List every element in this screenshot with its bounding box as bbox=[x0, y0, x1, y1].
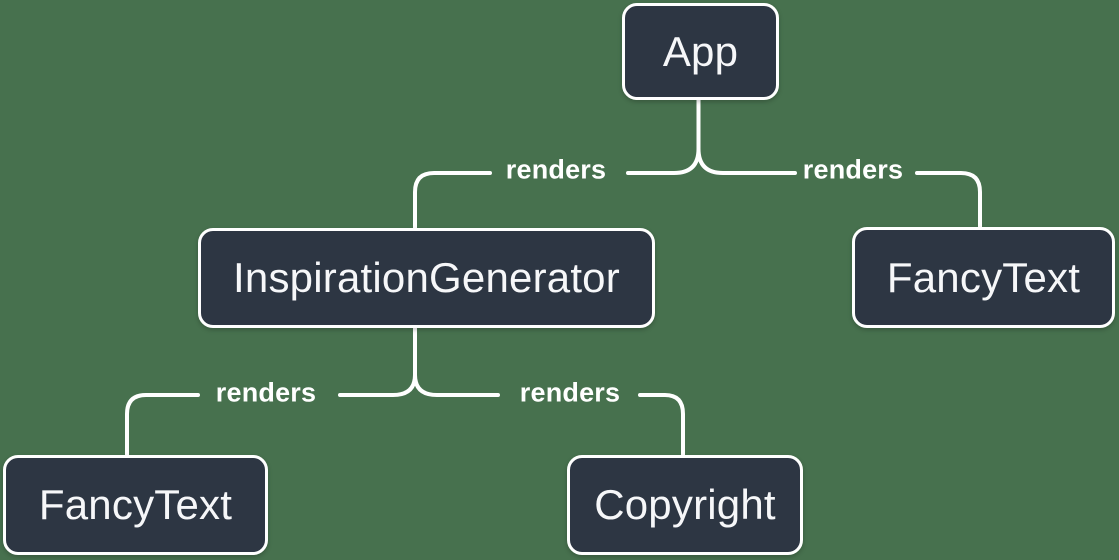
tree-node-copyright-label: Copyright bbox=[594, 481, 776, 528]
edge-inspiration-fancytext-flare-line bbox=[338, 373, 417, 397]
tree-node-inspiration-generator: InspirationGenerator bbox=[198, 228, 655, 328]
tree-node-fancy-text-top: FancyText bbox=[852, 227, 1115, 328]
edge-app-fancytext-line bbox=[915, 171, 982, 230]
tree-node-copyright: Copyright bbox=[567, 455, 803, 555]
edge-app-fancytext-flare-line bbox=[696, 147, 797, 175]
edge-label-app-inspiration: renders bbox=[505, 154, 607, 185]
tree-node-fancy-text-bottom: FancyText bbox=[3, 455, 268, 555]
edge-label-inspiration-fancytext: renders bbox=[215, 377, 317, 408]
tree-node-app-label: App bbox=[662, 27, 739, 75]
tree-node-inspiration-generator-label: InspirationGenerator bbox=[233, 254, 620, 301]
edge-label-app-fancytext: renders bbox=[802, 154, 904, 185]
edge-app-inspiration-flare-line bbox=[626, 147, 701, 175]
edge-app-inspiration-line bbox=[413, 171, 492, 231]
edge-inspiration-copyright-flare-line bbox=[413, 373, 500, 397]
tree-node-fancy-text-bottom-label: FancyText bbox=[38, 481, 233, 528]
tree-node-fancy-text-top-label: FancyText bbox=[886, 253, 1081, 301]
tree-node-app: App bbox=[622, 3, 779, 100]
edge-label-inspiration-copyright: renders bbox=[519, 377, 621, 408]
edge-inspiration-fancytext-line bbox=[125, 393, 200, 458]
edge-inspiration-copyright-line bbox=[638, 393, 685, 458]
